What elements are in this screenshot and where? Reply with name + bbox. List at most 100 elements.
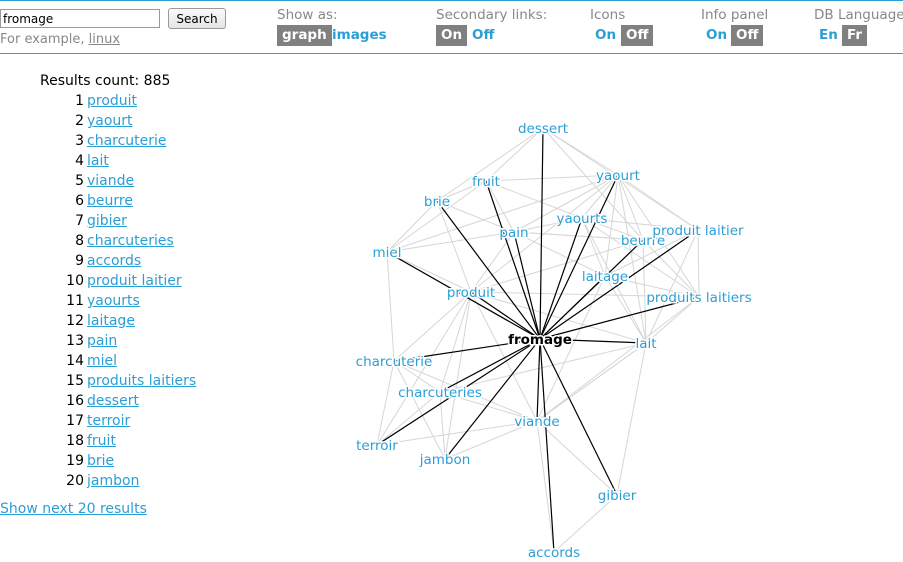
show-as-graph-toggle[interactable]: graph <box>277 25 332 46</box>
secondary-links-off-toggle[interactable]: Off <box>472 27 495 43</box>
graph-edge-secondary <box>536 420 555 553</box>
graph-edge <box>393 338 541 362</box>
graph-node[interactable]: yaourts <box>555 210 609 229</box>
result-number: 16 <box>66 393 84 409</box>
graph-edge <box>539 338 647 344</box>
graph-node[interactable]: miel <box>371 244 403 263</box>
graph-node[interactable]: gibier <box>596 487 638 506</box>
graph-edge-secondary <box>581 217 606 277</box>
graph-node[interactable]: beurre <box>619 232 666 251</box>
graph-edge-secondary <box>470 231 515 293</box>
graph-edge-secondary <box>642 229 699 241</box>
icons-off-toggle[interactable]: Off <box>621 25 654 46</box>
graph-node[interactable]: charcuterie <box>354 353 434 372</box>
graph-edge-secondary <box>439 391 538 422</box>
result-link[interactable]: charcuterie <box>87 133 167 149</box>
graph-edge-secondary <box>542 127 644 241</box>
result-link[interactable]: lait <box>87 153 109 169</box>
graph-node[interactable]: lait <box>634 335 658 354</box>
graph-edge-secondary <box>485 174 619 182</box>
graph-node[interactable]: accords <box>526 544 581 562</box>
graph-edge <box>539 127 544 340</box>
graph-edge-secondary <box>604 174 619 277</box>
secondary-links-on-toggle[interactable]: On <box>436 25 468 46</box>
graph-edge-secondary <box>386 251 395 362</box>
show-next-results-link[interactable]: Show next 20 results <box>0 501 147 517</box>
result-link[interactable]: laitage <box>87 313 135 329</box>
db-language-en-toggle[interactable]: En <box>819 27 838 43</box>
graph-node[interactable]: fruit <box>471 173 502 192</box>
db-language-fr-toggle[interactable]: Fr <box>842 25 868 46</box>
graph-edge <box>386 251 541 340</box>
result-link[interactable]: terroir <box>87 413 131 429</box>
primary-edges <box>376 127 700 553</box>
result-link[interactable]: viande <box>87 173 135 189</box>
result-link[interactable]: brie <box>87 453 115 469</box>
graph-node[interactable]: produits laitiers <box>645 289 753 308</box>
search-input[interactable] <box>0 9 160 28</box>
graph-edge-secondary <box>439 291 472 393</box>
result-number: 14 <box>66 353 84 369</box>
graph-edge-secondary <box>376 420 538 446</box>
result-link[interactable]: miel <box>87 353 118 369</box>
graph-node[interactable]: terroir <box>355 437 400 456</box>
info-panel-off-toggle[interactable]: Off <box>731 25 764 46</box>
show-as-label: Show as: <box>277 7 338 23</box>
graph-node[interactable]: dessert <box>516 120 569 139</box>
result-link[interactable]: dessert <box>87 393 139 409</box>
result-number: 6 <box>75 193 84 209</box>
graph-edge <box>444 338 541 460</box>
graph-node[interactable]: laitage <box>580 268 629 287</box>
example-link[interactable]: linux <box>88 32 121 47</box>
result-number: 5 <box>75 173 84 189</box>
result-number: 8 <box>75 233 84 249</box>
graph-edge <box>539 275 606 340</box>
graph-edge-secondary <box>436 200 472 293</box>
graph-node[interactable]: produit laitier <box>651 222 746 241</box>
result-link[interactable]: yaourt <box>87 113 133 129</box>
search-button[interactable]: Search <box>168 8 226 29</box>
result-link[interactable]: yaourts <box>87 293 140 309</box>
graph-edge <box>470 291 541 340</box>
graph-node[interactable]: brie <box>422 193 451 212</box>
result-link[interactable]: fruit <box>87 433 116 449</box>
result-link[interactable]: beurre <box>87 193 133 209</box>
graph-edge <box>539 229 699 340</box>
graph-edge-secondary <box>470 239 644 293</box>
result-link[interactable]: accords <box>87 253 142 269</box>
result-number: 19 <box>66 453 84 469</box>
result-number: 3 <box>75 133 84 149</box>
result-link[interactable]: produit laitier <box>87 273 182 289</box>
graph-node[interactable]: viande <box>513 413 561 432</box>
show-as-images-toggle[interactable]: images <box>332 27 387 43</box>
graph-node[interactable]: produit <box>445 284 496 303</box>
graph-center-node[interactable]: fromage <box>507 331 574 350</box>
graph-edge <box>539 296 700 340</box>
results-count: Results count: 885 <box>40 73 171 89</box>
graph-edge-secondary <box>617 174 647 344</box>
icons-label: Icons <box>590 7 626 23</box>
result-link[interactable]: charcuteries <box>87 233 174 249</box>
graph-node[interactable]: charcuteries <box>397 384 484 403</box>
info-panel-on-toggle[interactable]: On <box>706 27 728 43</box>
graph-edge <box>436 200 541 340</box>
result-number: 2 <box>75 113 84 129</box>
result-link[interactable]: pain <box>87 333 118 349</box>
result-link[interactable]: produits laitiers <box>87 373 197 389</box>
graph-edge <box>513 231 541 340</box>
graph-node[interactable]: jambon <box>417 451 472 470</box>
result-link[interactable]: gibier <box>87 213 127 229</box>
graph-edge-secondary <box>436 180 487 202</box>
result-number: 10 <box>66 273 84 289</box>
graph-edge-secondary <box>393 291 472 362</box>
graph-node[interactable]: pain <box>498 224 530 243</box>
result-link[interactable]: produit <box>87 93 138 109</box>
graph-node[interactable]: yaourt <box>595 167 642 186</box>
graph-edge-secondary <box>604 229 699 277</box>
result-link[interactable]: jambon <box>87 473 140 489</box>
icons-on-toggle[interactable]: On <box>595 27 617 43</box>
